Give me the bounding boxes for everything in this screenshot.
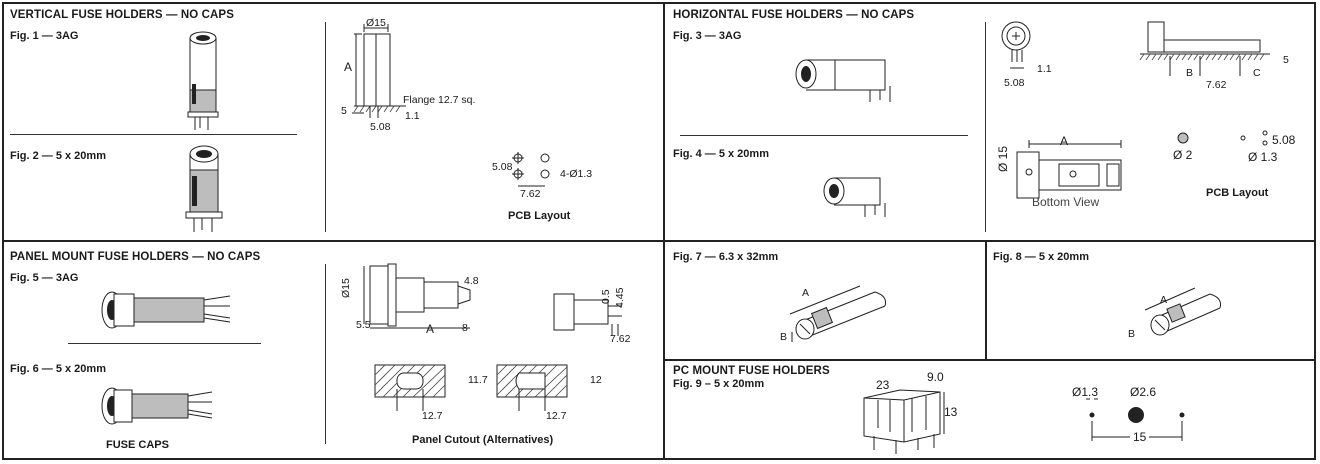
pcb-dim-holes: 4-Ø1.3	[560, 168, 593, 180]
fig7-label: Fig. 7 — 6.3 x 32mm	[673, 251, 779, 263]
dim-b: B	[1186, 67, 1194, 79]
dim-one-one: 1.1	[405, 110, 420, 122]
fig9-dim-23: 23	[876, 378, 890, 392]
dim-d48: 4.8	[464, 275, 479, 287]
fig1-vertical-holder	[187, 31, 219, 130]
horizontal-pcb-layout	[1177, 130, 1268, 146]
pcb-layout-label: PCB Layout	[1206, 187, 1269, 199]
cutout-w1: 12.7	[422, 410, 443, 422]
cutout-w2: 12.7	[546, 410, 567, 422]
fig2-vertical-holder	[185, 145, 223, 232]
fig8-dim-b: B	[1128, 328, 1136, 340]
fig6-label: Fig. 6 — 5 x 20mm	[10, 363, 106, 375]
fig9-dim-90: 9.0	[927, 370, 944, 384]
dim-d8: 8	[462, 322, 468, 334]
section-title: PC MOUNT FUSE HOLDERS	[673, 365, 830, 377]
dim-d762: 7.62	[610, 333, 631, 345]
fig8-cap-drawing	[1144, 287, 1221, 336]
fig8-label: Fig. 8 — 5 x 20mm	[993, 251, 1089, 263]
dim-d445: 4.45	[614, 287, 626, 308]
fig8-dim-a: A	[1160, 294, 1168, 306]
fig7-dim-b: B	[780, 331, 788, 343]
dim-d15-bottom: Ø 15	[996, 145, 1010, 172]
divider-fig7-fig8	[985, 242, 987, 360]
panel-cutout-label: Panel Cutout (Alternatives)	[412, 434, 554, 446]
dim-five: 5	[341, 105, 347, 117]
bottom-view-label: Bottom View	[1032, 195, 1100, 209]
dim-a-bottom: A	[1060, 134, 1069, 148]
section-title: VERTICAL FUSE HOLDERS — NO CAPS	[10, 9, 234, 21]
fig4-label: Fig. 4 — 5 x 20mm	[673, 148, 769, 160]
dim-one-one: 1.1	[1037, 63, 1052, 75]
pc-mount-pcb-layout	[1086, 398, 1185, 441]
fuse-caps-label: FUSE CAPS	[106, 439, 169, 451]
dim-pitch: 5.08	[1004, 77, 1025, 89]
fig1-label: Fig. 1 — 3AG	[10, 30, 79, 42]
section-title: PANEL MOUNT FUSE HOLDERS — NO CAPS	[10, 251, 261, 263]
panel-front-drawing	[553, 293, 622, 336]
column-separator	[325, 22, 326, 232]
horizontal-bottom-view	[1016, 140, 1122, 199]
fig6-panel-holder	[101, 387, 213, 425]
divider-center	[663, 2, 665, 460]
dim-pitch: 5.08	[370, 121, 391, 133]
fig9-label: Fig. 9 – 5 x 20mm	[673, 378, 765, 390]
fig9-dim-13: 13	[944, 405, 958, 419]
fig3-label: Fig. 3 — 3AG	[673, 30, 742, 42]
pcb-dim-x: 7.62	[520, 188, 541, 200]
fig4-horizontal-holder	[823, 177, 886, 217]
pc-pcb-d13: Ø1.3	[1072, 385, 1099, 399]
fig-separator	[68, 343, 261, 344]
fig5-label: Fig. 5 — 3AG	[10, 272, 79, 284]
dim-a: A	[426, 322, 435, 336]
divider-middle	[2, 240, 1316, 242]
fig9-pc-holder	[863, 389, 945, 454]
pcb-dim-y: 5.08	[492, 161, 513, 173]
divider-pcmount	[663, 359, 1316, 361]
dim-d55: 5.5	[356, 319, 371, 331]
horizontal-side-profile	[1139, 21, 1270, 76]
dim-flange: Flange 12.7 sq.	[403, 94, 476, 106]
dim-c: C	[1253, 67, 1261, 79]
cutout-h1: 11.7	[468, 374, 488, 386]
pcb-d2: Ø 2	[1173, 148, 1193, 162]
pc-pcb-d15: 15	[1130, 430, 1150, 444]
pc-pcb-d26: Ø2.6	[1130, 385, 1157, 399]
dim-d15: Ø15	[366, 17, 386, 29]
fig3-horizontal-holder	[795, 59, 891, 102]
fig-separator	[680, 135, 968, 136]
panel-cutout-alt2	[496, 364, 568, 411]
dim-five: 5	[1283, 54, 1289, 66]
dim-d05: 0.5	[600, 289, 612, 304]
dim-762: 7.62	[1206, 79, 1227, 91]
dim-a: A	[344, 60, 353, 74]
fig5-panel-holder	[101, 291, 231, 329]
vertical-dimension-drawing	[352, 24, 406, 118]
panel-side-drawing	[363, 263, 471, 329]
panel-cutout-alt1	[374, 364, 446, 411]
column-separator	[985, 22, 986, 232]
dim-d15: Ø15	[340, 278, 352, 298]
pcb-d13: Ø 1.3	[1248, 150, 1278, 164]
horizontal-top-view	[1001, 21, 1031, 69]
column-separator	[325, 264, 326, 444]
fig7-dim-a: A	[802, 287, 810, 299]
vertical-pcb-layout	[512, 152, 550, 187]
pcb-pitch: 5.08	[1272, 133, 1296, 147]
pcb-layout-label: PCB Layout	[508, 210, 571, 222]
fig-separator	[10, 134, 297, 135]
section-title: HORIZONTAL FUSE HOLDERS — NO CAPS	[673, 9, 915, 21]
cutout-h2: 12	[590, 374, 602, 386]
fig7-cap-drawing	[789, 285, 886, 342]
fig2-label: Fig. 2 — 5 x 20mm	[10, 150, 106, 162]
